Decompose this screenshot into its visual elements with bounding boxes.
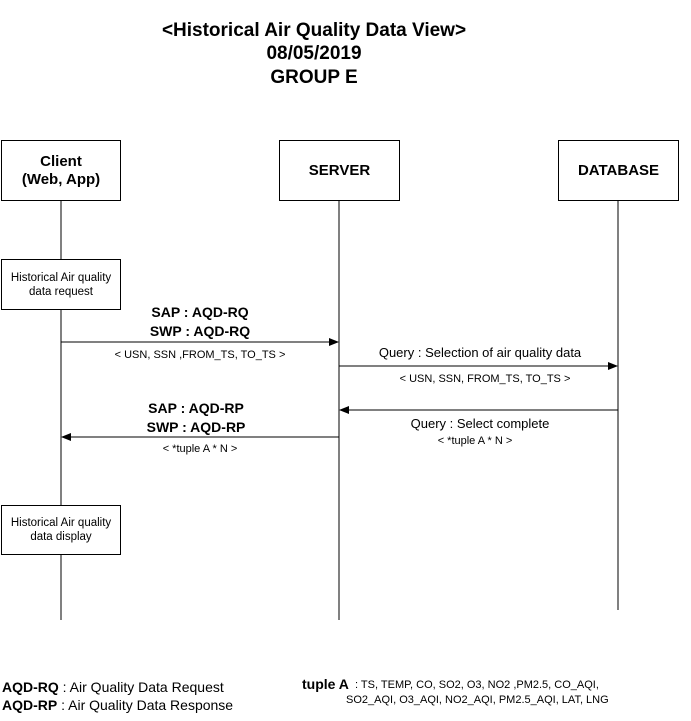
request-note: Historical Air quality data request [1, 259, 121, 310]
query-params-label: < USN, SSN, FROM_TS, TO_TS > [399, 373, 571, 385]
query-result-params-label: < *tuple A * N > [437, 435, 513, 447]
diagram-group: GROUP E [270, 67, 358, 88]
request-swp-label: SWP : AQD-RQ [149, 323, 251, 339]
query-result-label: Query : Select complete [410, 416, 550, 431]
server-actor: SERVER [279, 140, 400, 201]
request-sap-label: SAP : AQD-RQ [151, 304, 249, 320]
response-swp-label: SWP : AQD-RP [146, 419, 246, 435]
response-params-label: < *tuple A * N > [162, 443, 238, 455]
database-label: DATABASE [577, 161, 660, 179]
legend-rq-key: AQD-RQ [2, 679, 59, 695]
request-note-text: Historical Air quality data request [10, 271, 112, 298]
server-label: SERVER [308, 161, 371, 179]
legend-tuple-key: tuple A [302, 676, 349, 692]
diagram-title: <Historical Air Quality Data View> [161, 20, 467, 41]
diagram-date: 08/05/2019 [266, 43, 362, 64]
legend-rp-desc: : Air Quality Data Response [57, 697, 234, 713]
legend-tuple-line2: SO2_AQI, O3_AQI, NO2_AQI, PM2.5_AQI, LAT… [346, 694, 609, 706]
response-sap-label: SAP : AQD-RP [148, 400, 244, 416]
legend-rp: AQD-RP : Air Quality Data Response [2, 696, 233, 714]
client-sublabel: (Web, App) [21, 170, 101, 188]
legend-rq-desc: : Air Quality Data Request [58, 679, 224, 695]
legend-tuple-line1: : TS, TEMP, CO, SO2, O3, NO2 ,PM2.5, CO_… [355, 679, 599, 691]
display-note-text: Historical Air quality data display [10, 517, 112, 543]
database-actor: DATABASE [558, 140, 679, 201]
client-label: Client [40, 152, 82, 170]
request-params-label: < USN, SSN ,FROM_TS, TO_TS > [114, 349, 286, 361]
client-actor: Client (Web, App) [1, 140, 121, 201]
legend-rp-key: AQD-RP [2, 697, 58, 713]
legend-rq: AQD-RQ : Air Quality Data Request [2, 678, 224, 696]
query-label: Query : Selection of air quality data [378, 345, 582, 360]
display-note: Historical Air quality data display [1, 505, 121, 555]
